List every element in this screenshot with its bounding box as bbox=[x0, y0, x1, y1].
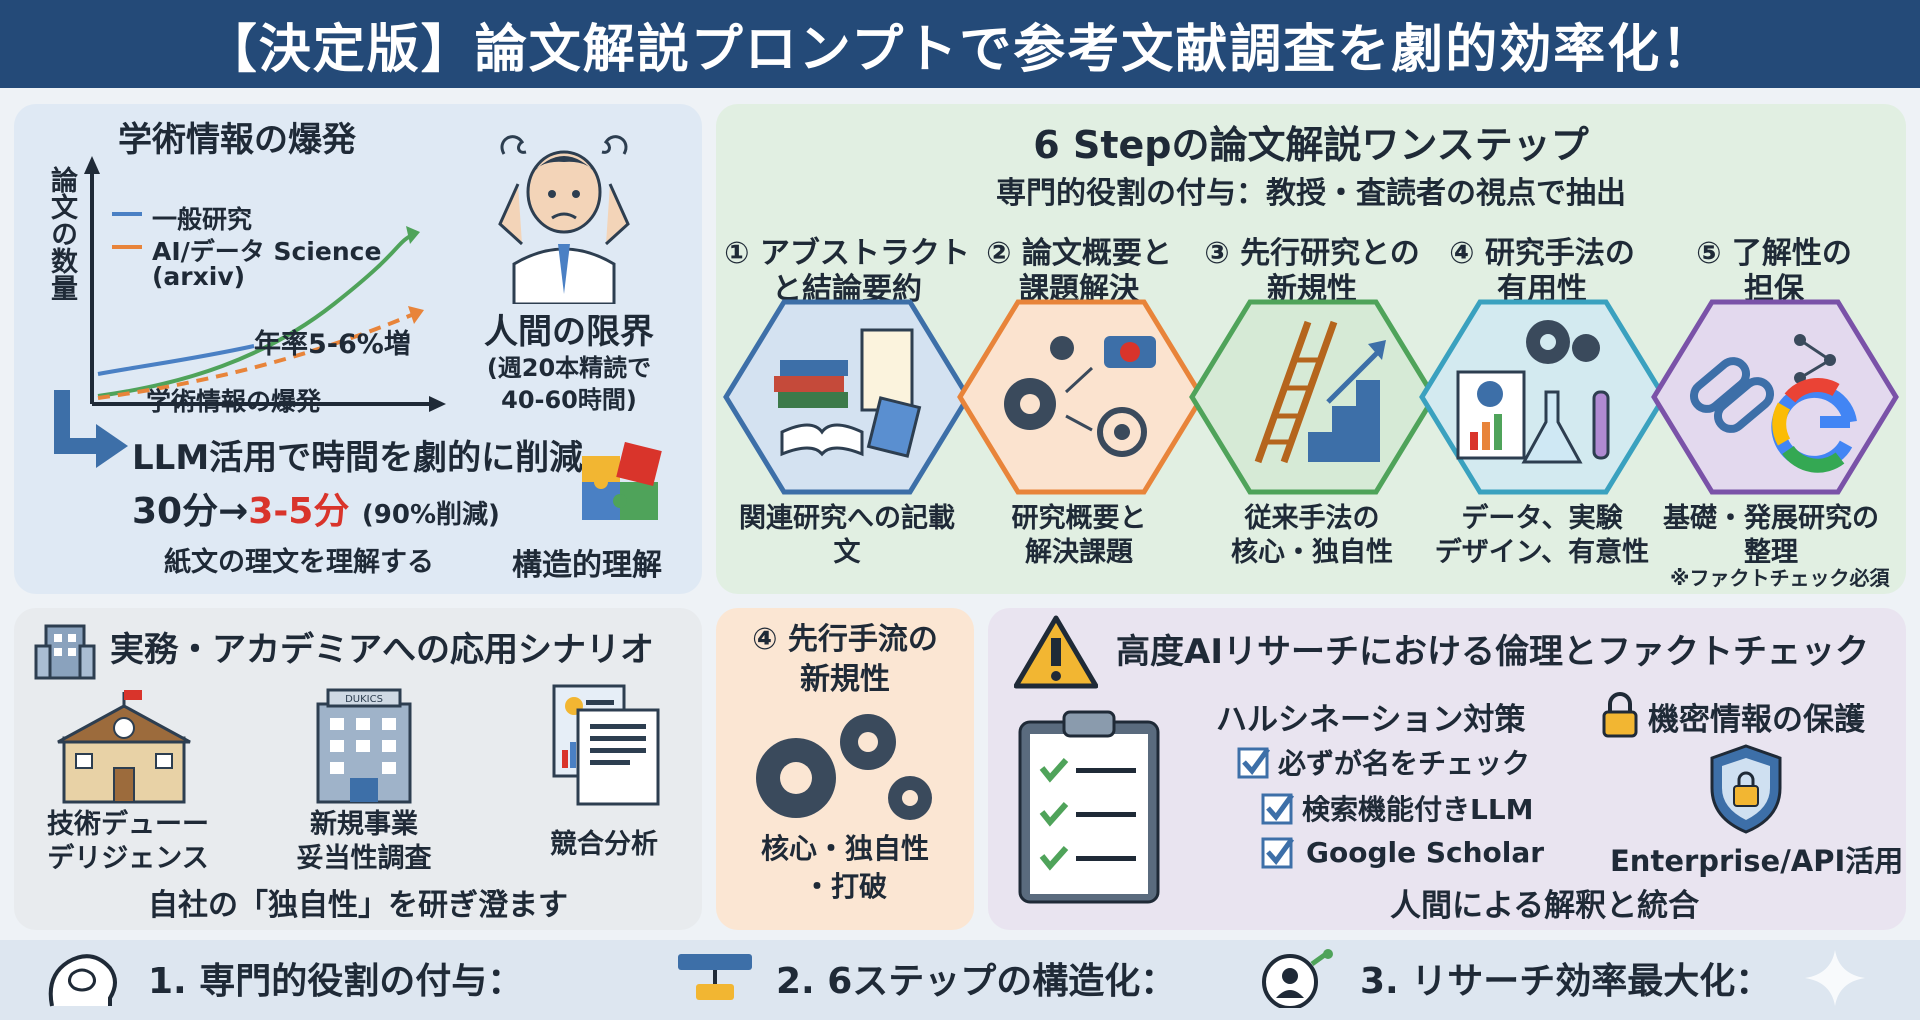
person-target-icon bbox=[1262, 949, 1333, 1008]
step-1-desc: 関連研究への記載 文 bbox=[739, 503, 955, 568]
step-3-desc: 従来手法の 核心・独自性 bbox=[1231, 503, 1393, 568]
growth-label: 年率5-6%増 bbox=[254, 329, 411, 360]
check-item-1: 必ずが名をチェック bbox=[1236, 742, 1530, 782]
time-after: 3-5分 bbox=[248, 491, 350, 532]
summary-item-1: 1. 専門的役割の付与： bbox=[148, 961, 524, 1002]
step-5-desc: 基礎・発展研究の 整理 bbox=[1663, 503, 1879, 568]
enterprise-api: Enterprise/API活用 bbox=[1610, 844, 1904, 878]
puzzle-icon bbox=[582, 442, 662, 520]
steps-subtitle: 専門的役割の付与：教授・査読者の視点で抽出 bbox=[996, 176, 1626, 211]
hierarchy-icon bbox=[678, 954, 752, 1000]
elbow-arrow-icon bbox=[54, 390, 128, 468]
y-axis-label: 論文の数量 bbox=[46, 166, 77, 301]
building-icon bbox=[34, 624, 96, 680]
steps-panel: 6 Stepの論文解説ワンステップ 専門的役割の付与：教授・査読者の視点で抽出 … bbox=[716, 104, 1906, 594]
growth-curve-arrow bbox=[406, 226, 420, 244]
summary-item-2: 2. 6ステップの構造化： bbox=[776, 961, 1177, 1002]
human-limit-detail1: (週20本精読で bbox=[486, 354, 652, 382]
clipboard-icon bbox=[1018, 710, 1160, 904]
explosion-panel: 学術情報の爆発 論文の数量 一般研究 AI/データ Science (arxiv… bbox=[14, 104, 702, 594]
ladder-icon bbox=[1254, 320, 1338, 464]
scenario-item-3: 競合分析 bbox=[550, 829, 658, 860]
scenario-item-2: 新規事業 妥当性調査 bbox=[296, 809, 432, 874]
novelty-panel: ④ 先行手流の 新規性 核心・独自性 ・打破 bbox=[716, 608, 974, 930]
check-item-2: 検索機能付きLLM bbox=[1260, 788, 1534, 828]
sparkle-icon bbox=[1805, 950, 1865, 1006]
explosion-title: 学術情報の爆発 bbox=[118, 120, 356, 160]
growth-chart bbox=[84, 156, 446, 412]
x-axis-label: 学術情報の爆発 bbox=[146, 387, 322, 416]
legend-ai-sub: (arxiv) bbox=[152, 262, 246, 291]
step-3-hexagon bbox=[1189, 299, 1437, 495]
time-note: (90%削減) bbox=[361, 500, 500, 530]
scenario-panel: 実務・アカデミアへの応用シナリオ 技術デューー デリジェンス DUKICS 新規… bbox=[14, 608, 702, 930]
checkbox-icon bbox=[1261, 793, 1295, 825]
time-arrow: → bbox=[218, 491, 249, 532]
step-1-hexagon bbox=[723, 299, 971, 495]
legend-ai: AI/データ Science bbox=[152, 237, 382, 266]
llm-line: LLM活用で時間を劇的に削減 bbox=[132, 438, 584, 478]
steps-title: 6 Stepの論文解説ワンステップ bbox=[1033, 123, 1589, 167]
steps-footnote: ※ファクトチェック必須 bbox=[1670, 566, 1890, 590]
scenario-title: 実務・アカデミアへの応用シナリオ bbox=[110, 630, 654, 670]
novelty-desc: 核心・独自性 ・打破 bbox=[760, 832, 929, 903]
school-icon bbox=[57, 690, 191, 804]
lock-icon bbox=[1602, 692, 1638, 738]
x-axis-arrow bbox=[429, 396, 446, 412]
target-icon bbox=[1097, 407, 1147, 457]
understand-text: 紙文の理文を理解する bbox=[164, 547, 434, 578]
scenario-item-1: 技術デューー デリジェンス bbox=[47, 809, 209, 874]
human-limit-title: 人間の限界 bbox=[484, 312, 654, 352]
worried-person-icon bbox=[498, 135, 630, 304]
office-building-icon: DUKICS bbox=[316, 688, 412, 804]
step-4-desc: データ、実験 デザイン、有意性 bbox=[1434, 503, 1650, 568]
ethics-panel: 高度AIリサーチにおける倫理とファクトチェック ハルシネーション対策 必ずが名を… bbox=[988, 608, 1906, 930]
secret-title: 機密情報の保護 bbox=[1648, 702, 1865, 738]
hallucination-title: ハルシネーション対策 bbox=[1216, 702, 1526, 738]
books-icon bbox=[778, 392, 848, 408]
documents-icon bbox=[552, 684, 660, 806]
y-axis-arrow bbox=[84, 156, 100, 174]
checkbox-icon bbox=[1237, 747, 1271, 779]
ethics-footer: 人間による解釈と統合 bbox=[1390, 888, 1700, 924]
building-sign: DUKICS bbox=[345, 694, 383, 705]
step-2-desc: 研究概要と 解決課題 bbox=[1011, 503, 1147, 568]
check-item-3: Google Scholar bbox=[1260, 834, 1544, 870]
summary-bar: 1. 専門的役割の付与： 2. 6ステップの構造化： 3. リサーチ効率最大化： bbox=[0, 940, 1920, 1020]
brain-head-icon bbox=[48, 954, 117, 1007]
gears-icon bbox=[756, 714, 932, 820]
scenario-footer: 自社の「独自性」を研ぎ澄ます bbox=[148, 888, 568, 923]
shield-icon bbox=[1710, 744, 1782, 834]
step-5-hexagon bbox=[1651, 299, 1899, 495]
warning-icon bbox=[1014, 615, 1098, 689]
human-limit-detail2: 40-60時間) bbox=[501, 386, 637, 414]
novelty-title: ④ 先行手流の 新規性 bbox=[752, 622, 938, 697]
flask-icon bbox=[1521, 390, 1583, 464]
step-4-hexagon bbox=[1419, 299, 1667, 495]
structural-understanding: 構造的理解 bbox=[512, 548, 662, 583]
checkbox-icon bbox=[1261, 837, 1295, 869]
stairs-icon bbox=[1308, 380, 1380, 462]
page-title: 【決定版】論文解説プロンプトで参考文献調査を劇的効率化！ bbox=[0, 0, 1920, 88]
growth-curve bbox=[97, 232, 415, 398]
link-icon bbox=[1689, 357, 1751, 413]
ai-data-line bbox=[97, 312, 415, 400]
summary-item-3: 3. リサーチ効率最大化： bbox=[1360, 961, 1772, 1002]
ai-data-arrow bbox=[408, 306, 424, 324]
step-2-hexagon bbox=[957, 299, 1205, 495]
time-before: 30分 bbox=[132, 491, 219, 532]
general-research-line bbox=[97, 344, 255, 376]
time-reduction: 30分→3-5分 (90%削減) bbox=[132, 482, 500, 534]
legend-general: 一般研究 bbox=[152, 205, 253, 234]
ethics-title: 高度AIリサーチにおける倫理とファクトチェック bbox=[1116, 632, 1869, 672]
